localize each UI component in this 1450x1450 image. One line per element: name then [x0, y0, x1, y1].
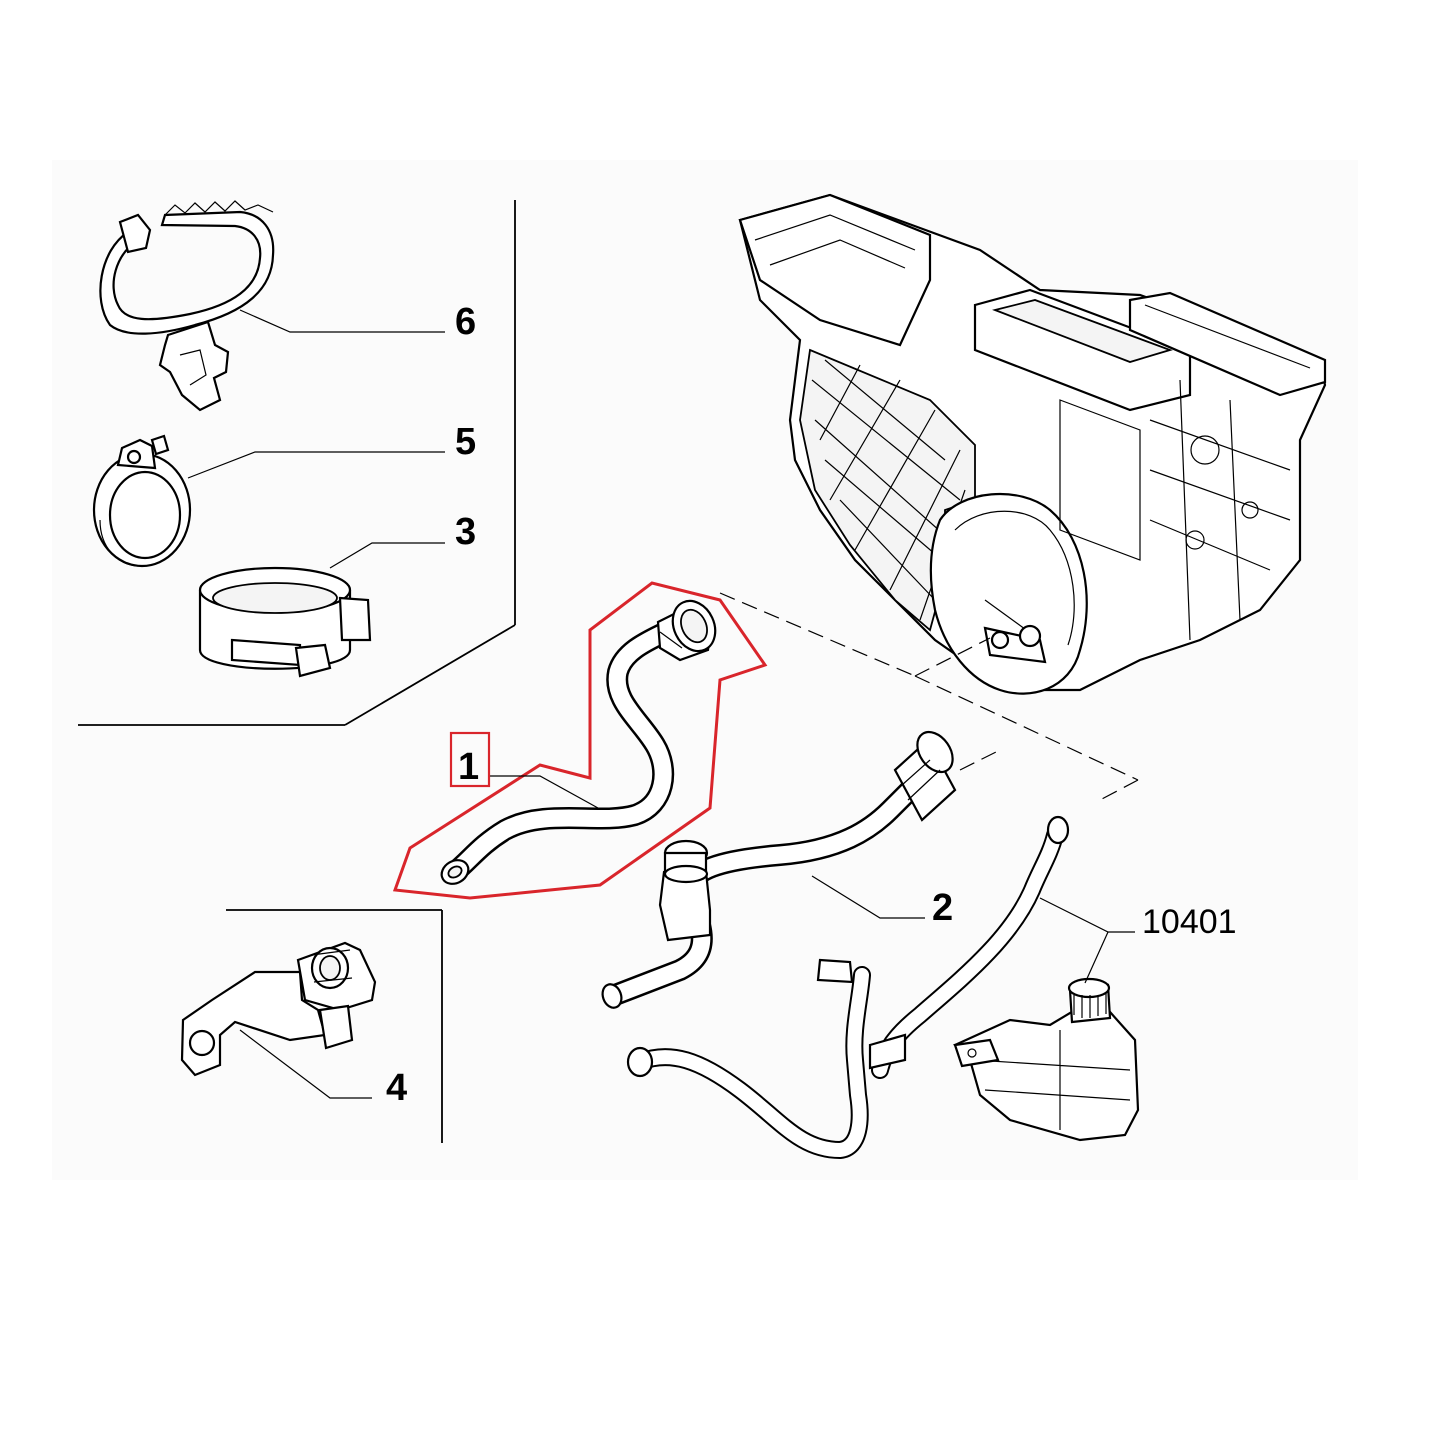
leader-part-6 [239, 309, 445, 333]
callout-3[interactable]: 3 [455, 511, 476, 553]
callout-2[interactable]: 2 [932, 887, 953, 929]
leader-part-1 [488, 775, 599, 809]
heater-hvac-assembly[interactable] [738, 193, 1327, 695]
coolant-hoses-ref-10401[interactable] [626, 815, 1070, 1159]
callout-10401[interactable]: 10401 [1142, 903, 1237, 941]
callout-1-highlight-box [449, 731, 491, 788]
highlight-outline-part-1 [392, 581, 768, 900]
callout-4[interactable]: 4 [386, 1067, 407, 1109]
leader-ref-10401 [1039, 897, 1135, 984]
leader-part-5 [187, 451, 445, 479]
leader-part-4 [239, 1029, 372, 1099]
callout-5[interactable]: 5 [455, 421, 476, 463]
lower-left-panel-frame [226, 909, 443, 1143]
assembly-dashed-lines [719, 592, 1139, 801]
callout-6[interactable]: 6 [455, 301, 476, 343]
leader-part-3 [329, 542, 445, 569]
upper-left-panel-frame [78, 200, 516, 726]
expansion-tank[interactable] [953, 977, 1140, 1142]
leader-part-2 [811, 875, 925, 919]
callout-1[interactable]: 1 [458, 746, 479, 788]
heater-hose-part-1[interactable] [437, 594, 723, 889]
hose-bracket-part-4[interactable] [180, 941, 377, 1077]
heater-hose-part-2[interactable] [599, 725, 959, 1010]
cable-tie-clamp-part-6[interactable] [99, 200, 275, 412]
hose-clip-part-5[interactable] [92, 434, 192, 568]
band-clamp-part-3[interactable] [198, 566, 372, 678]
